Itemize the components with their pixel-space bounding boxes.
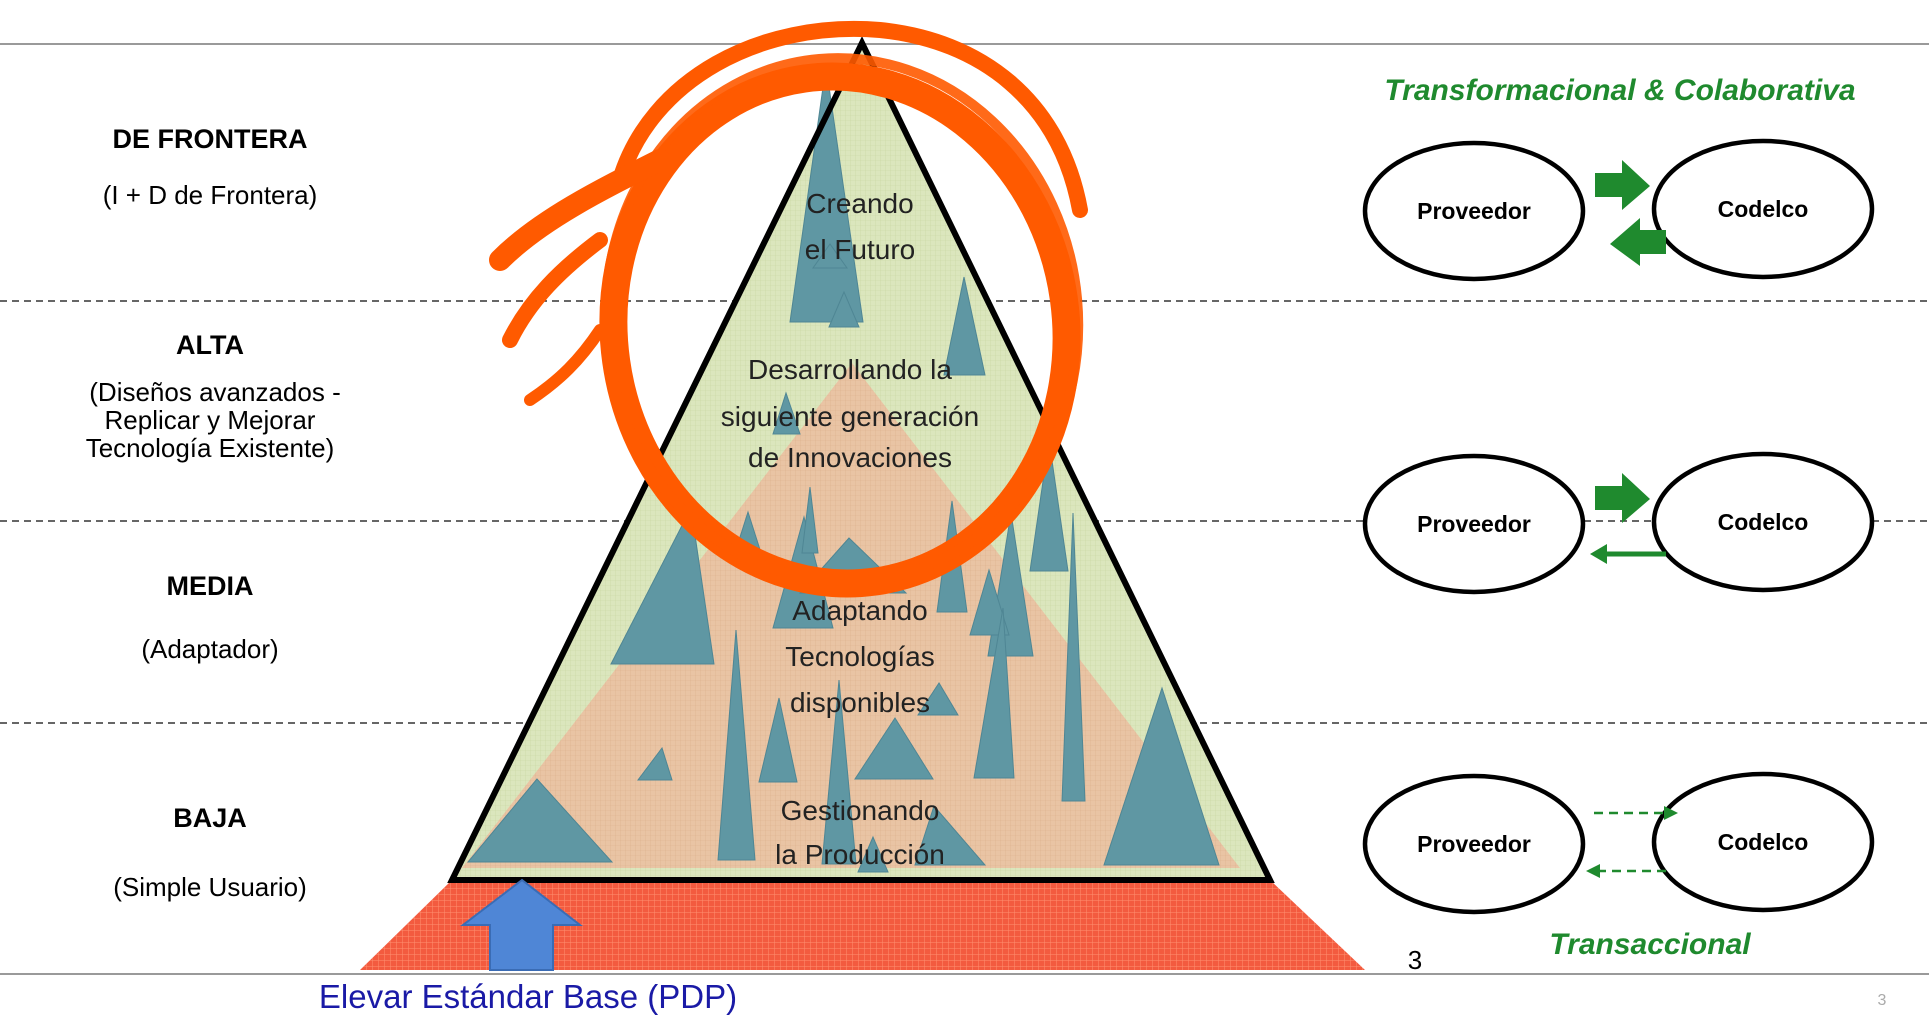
pyramid-base-line-2: la Producción bbox=[775, 839, 945, 870]
oval-label-proveedor-2: Proveedor bbox=[1417, 511, 1531, 537]
level-title-frontera: DE FRONTERA bbox=[112, 124, 308, 154]
raise-standard-arrow bbox=[460, 878, 583, 971]
base-standard-label: Elevar Estándar Base (PDP) bbox=[318, 978, 738, 1015]
oval-proveedor-3 bbox=[1362, 773, 1586, 915]
level-title-alta: ALTA bbox=[176, 330, 244, 360]
pyramid-top-line-2: el Futuro bbox=[804, 234, 916, 265]
oval-proveedor-1 bbox=[1362, 140, 1586, 282]
oval-label-codelco-2: Codelco bbox=[1717, 509, 1809, 535]
relation-top-label: Transformacional & Colaborativa bbox=[1384, 74, 1856, 107]
arrows-row-1 bbox=[1595, 160, 1666, 266]
pyramid-top-line-1: Creando bbox=[806, 188, 914, 219]
level-title-baja: BAJA bbox=[173, 803, 247, 833]
slide-number: 3 bbox=[1407, 945, 1423, 975]
oval-proveedor-2 bbox=[1362, 453, 1586, 595]
highlight-circle bbox=[489, 20, 1088, 598]
pyramid-base-line-1: Gestionando bbox=[780, 795, 940, 826]
level-sub-frontera: (I + D de Frontera) bbox=[102, 180, 318, 210]
pyramid-upper-line-1: Desarrollando la bbox=[748, 354, 952, 385]
relation-bottom-label: Transaccional bbox=[1549, 928, 1751, 961]
pyramid-middle-line-1: Adaptando bbox=[792, 595, 928, 626]
level-sub-alta-1: (Diseños avanzados - bbox=[89, 377, 341, 407]
arrows-row-2 bbox=[1590, 473, 1666, 564]
oval-codelco-1 bbox=[1651, 138, 1875, 280]
relation-ovals bbox=[1362, 138, 1875, 915]
level-sub-baja: (Simple Usuario) bbox=[113, 872, 307, 902]
oval-label-codelco-3: Codelco bbox=[1717, 829, 1809, 855]
base-trapezoid bbox=[360, 880, 1365, 970]
oval-label-proveedor-3: Proveedor bbox=[1417, 831, 1531, 857]
oval-label-proveedor-1: Proveedor bbox=[1417, 198, 1531, 224]
level-sub-alta-2: Replicar y Mejorar bbox=[104, 405, 316, 435]
oval-label-codelco-1: Codelco bbox=[1717, 196, 1809, 222]
level-title-media: MEDIA bbox=[166, 571, 254, 601]
level-sub-alta-3: Tecnología Existente) bbox=[85, 433, 335, 463]
arrows-row-3 bbox=[1586, 806, 1678, 878]
pyramid-middle-line-2: Tecnologías bbox=[785, 641, 935, 672]
oval-codelco-3 bbox=[1651, 771, 1875, 913]
oval-codelco-2 bbox=[1651, 451, 1875, 593]
pyramid-inner bbox=[462, 363, 1240, 868]
level-sub-media: (Adaptador) bbox=[141, 634, 279, 664]
pyramid-upper-line-2: siguiente generación bbox=[720, 401, 980, 432]
pyramid-middle-line-3: disponibles bbox=[789, 687, 931, 718]
corner-page-number: 3 bbox=[1877, 992, 1887, 1009]
pyramid-upper-line-3: de Innovaciones bbox=[748, 442, 952, 473]
